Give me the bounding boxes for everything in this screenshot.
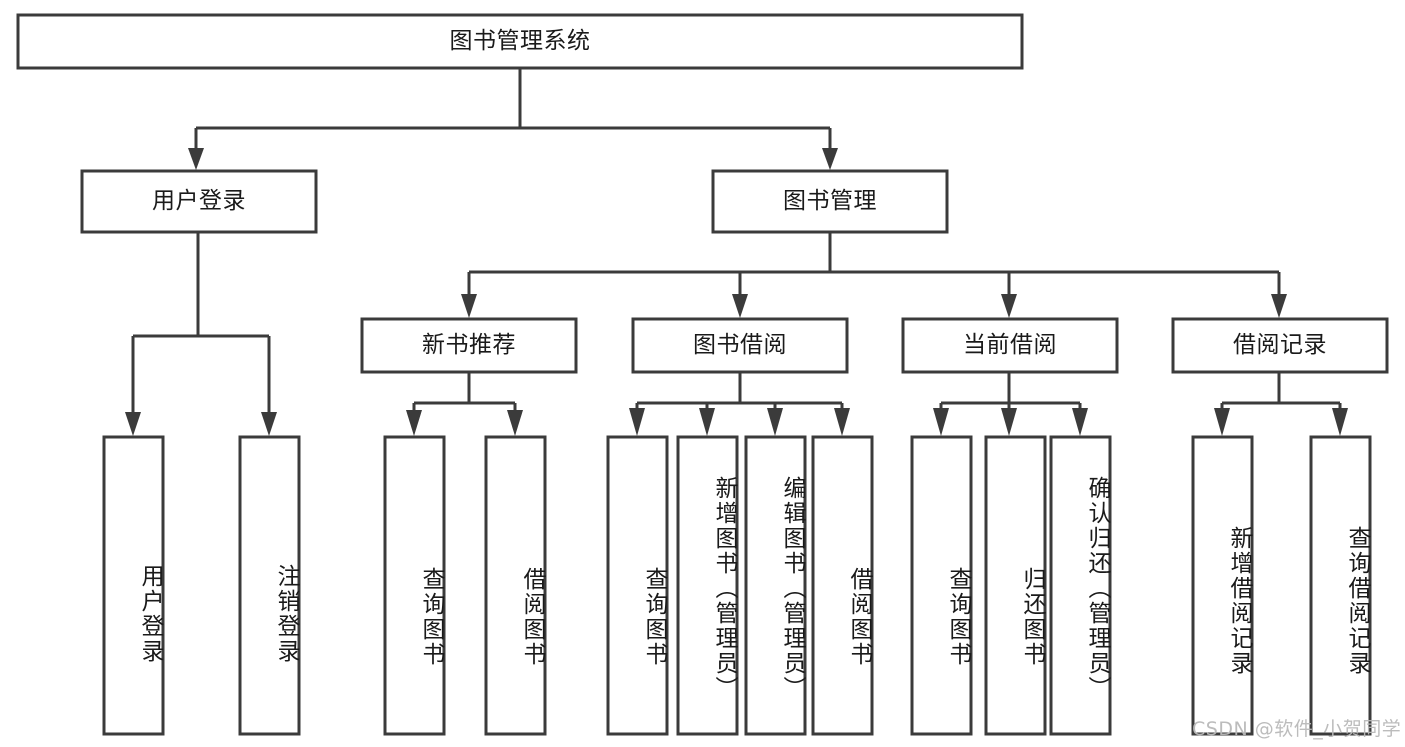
node-leaf-query-book-3-box[interactable] bbox=[910, 435, 973, 736]
node-book-borrow-box[interactable] bbox=[631, 317, 849, 374]
arrowhead-leaf-borrow-book-1 bbox=[507, 410, 523, 436]
node-book-management-box[interactable] bbox=[711, 169, 949, 234]
arrowhead-leaf-query-book-2 bbox=[629, 408, 645, 436]
arrowhead-leaf-query-book-1 bbox=[406, 410, 422, 436]
connector-group-book-borrow bbox=[629, 372, 850, 436]
node-leaf-borrow-book-1-box[interactable] bbox=[484, 435, 547, 736]
arrowhead-leaf-add-record bbox=[1214, 408, 1230, 436]
node-leaf-query-record-box[interactable] bbox=[1309, 435, 1372, 736]
node-borrow-record-box[interactable] bbox=[1171, 317, 1389, 374]
arrowhead-leaf-user-login bbox=[125, 412, 141, 436]
connector-group-root bbox=[188, 68, 838, 170]
arrowhead-leaf-logout bbox=[261, 412, 277, 436]
arrowhead-leaf-add-book bbox=[699, 408, 715, 436]
arrowhead-borrow-record bbox=[1271, 294, 1287, 318]
arrowhead-leaf-borrow-book-2 bbox=[834, 408, 850, 436]
node-new-book-recommend-box[interactable] bbox=[360, 317, 578, 374]
connector-group-user-login bbox=[125, 232, 277, 436]
arrowhead-leaf-edit-book bbox=[767, 408, 783, 436]
arrowhead-book-borrow bbox=[732, 294, 748, 318]
node-leaf-return-book-box[interactable] bbox=[984, 435, 1047, 736]
arrowhead-user-login bbox=[188, 148, 204, 170]
arrowhead-leaf-return-book bbox=[1001, 408, 1017, 436]
node-leaf-add-record-box[interactable] bbox=[1191, 435, 1254, 736]
node-leaf-query-book-1-box[interactable] bbox=[383, 435, 446, 736]
arrowhead-leaf-query-book-3 bbox=[933, 408, 949, 436]
arrowhead-current-borrow bbox=[1001, 294, 1017, 318]
arrowhead-new-book-recommend bbox=[461, 294, 477, 318]
node-root-box[interactable] bbox=[16, 13, 1024, 70]
connector-group-book-management bbox=[461, 232, 1287, 318]
node-user-login-box[interactable] bbox=[80, 169, 318, 234]
node-leaf-confirm-return-box[interactable] bbox=[1049, 435, 1112, 736]
connector-group-borrow-record bbox=[1214, 372, 1348, 436]
node-leaf-user-login-box[interactable] bbox=[102, 435, 165, 736]
node-leaf-logout-box[interactable] bbox=[238, 435, 301, 736]
node-leaf-add-book-box[interactable] bbox=[676, 435, 739, 736]
arrowhead-book-management bbox=[822, 148, 838, 170]
node-leaf-borrow-book-2-box[interactable] bbox=[811, 435, 874, 736]
node-leaf-query-book-2-box[interactable] bbox=[606, 435, 669, 736]
arrowhead-leaf-confirm-return bbox=[1072, 408, 1088, 436]
node-current-borrow-box[interactable] bbox=[901, 317, 1119, 374]
arrowhead-leaf-query-record bbox=[1332, 408, 1348, 436]
connector-group-current-borrow bbox=[933, 372, 1088, 436]
connector-group-new-book-recommend bbox=[406, 372, 523, 436]
node-leaf-edit-book-box[interactable] bbox=[744, 435, 807, 736]
